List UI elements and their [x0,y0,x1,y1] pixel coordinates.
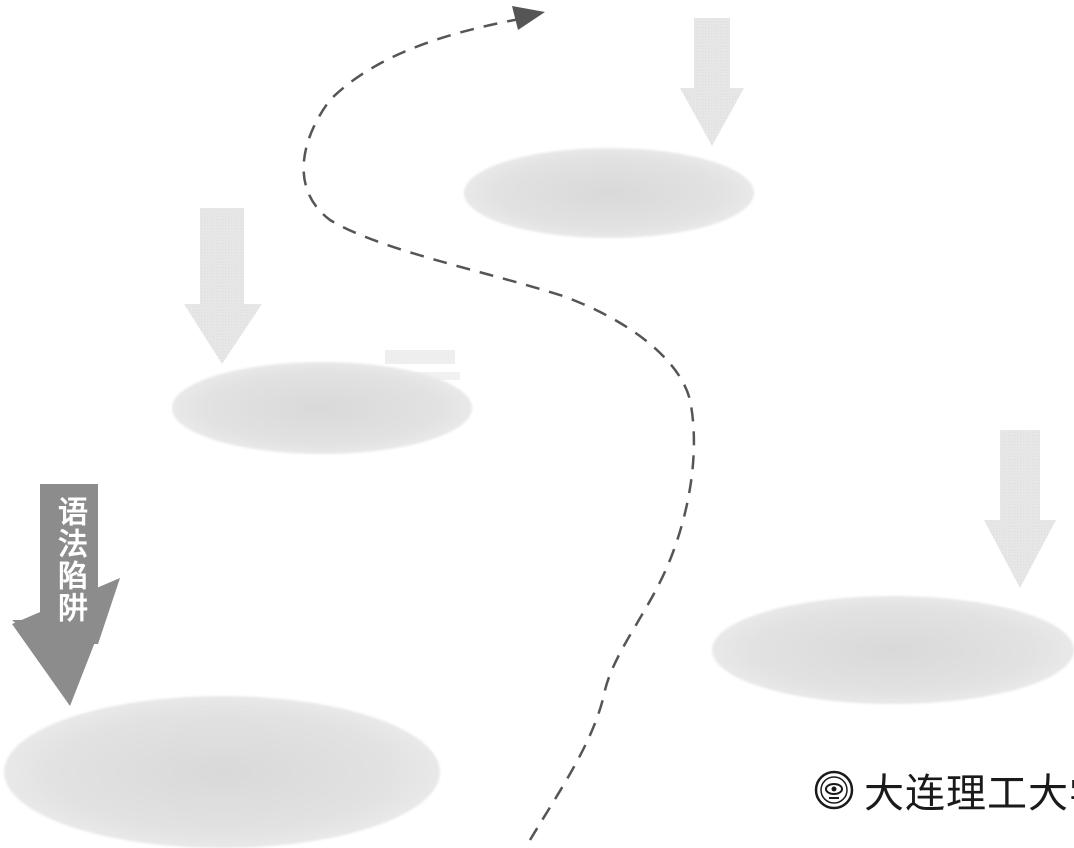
main-arrow-label-text: 语法陷阱 [52,496,87,624]
dashed-path-arrowhead [512,6,545,30]
main-arrow-label: 语法陷阱 [40,496,98,624]
main-arrow [12,484,120,706]
pad-right [712,596,1074,704]
university-logo: 大连理工大学 [814,766,1074,817]
faded-arrow-right [984,430,1056,588]
dashed-path [302,16,696,841]
university-seal-icon [814,770,854,810]
university-name: 大连理工大学 [864,771,1074,817]
faded-arrow-left [184,208,262,364]
pad-bottom [4,696,440,848]
faded-arrow-top [680,18,744,146]
pad-left [172,362,472,454]
pad-top [464,148,754,238]
